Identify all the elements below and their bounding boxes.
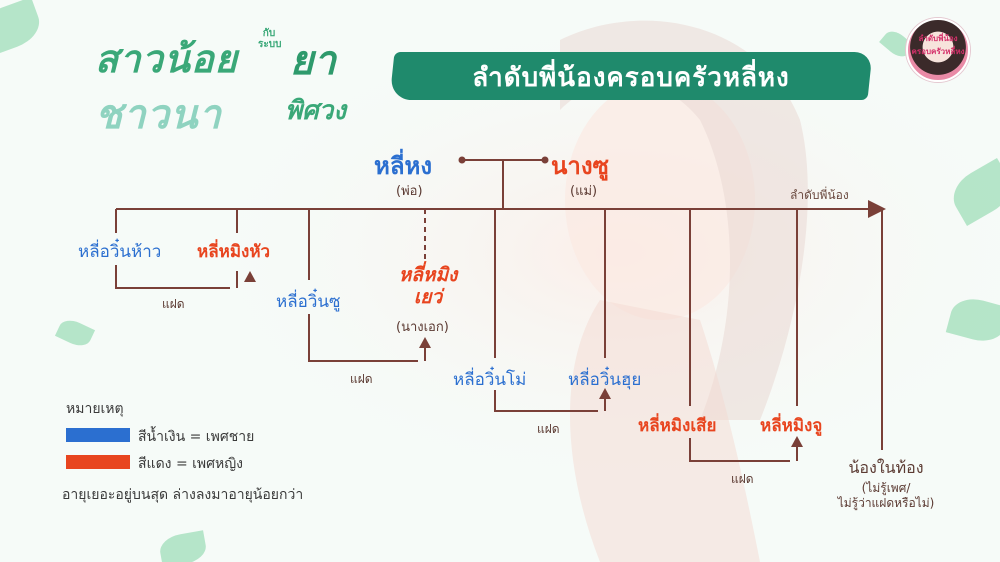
twin-arrow-4: [791, 436, 803, 447]
father-name: หลี่หง: [374, 152, 433, 180]
banner-title: ลำดับพี่น้องครอบครัวหลี่หง: [472, 63, 790, 93]
child-1-name: หลี่อวิ๋นห้าว: [78, 242, 162, 262]
legend-age-note: อายุเยอะอยู่บนสุด ล่างลงมาอายุน้อยกว่า: [62, 487, 304, 503]
father-dot: [458, 156, 466, 164]
twin-label-4: แฝด: [731, 472, 754, 486]
twin-label-1: แฝด: [162, 297, 185, 311]
character-hair-shape: [560, 20, 808, 421]
unborn-name: น้องในท้อง: [848, 458, 924, 477]
character-robe-shape: [570, 300, 760, 562]
child-8-name: หลี่หมิงจู: [760, 416, 823, 436]
character-face-shape: [565, 80, 755, 320]
axis-arrowhead: [868, 200, 886, 218]
twin-label-3: แฝด: [537, 422, 560, 436]
child-2-name: หลี่หมิงหัว: [197, 242, 271, 262]
twin-bracket-4: [689, 438, 790, 462]
legend-male-text: สีน้ำเงิน = เพศชาย: [138, 429, 255, 445]
sibling-order-label: ลำดับพี่น้อง: [790, 188, 849, 202]
heroine-name-line1: หลี่หมิง: [398, 264, 458, 286]
logo-title-line2: ชาวนา: [95, 92, 222, 138]
twin-label-2: แฝด: [350, 372, 373, 386]
avatar: [906, 18, 970, 82]
logo-title-pisadarn: พิศวง: [285, 96, 346, 126]
legend-female-swatch: [66, 455, 130, 469]
avatar-caption: ลำดับพี่น้องครอบครัวหลี่หง: [911, 34, 965, 56]
heroine-role: (นางเอก): [396, 320, 449, 335]
unborn-note-line1: (ไม่รู้เพศ/: [861, 481, 911, 495]
child-5-name: หลี่อวิ๋นโม่: [453, 370, 527, 390]
twin-bracket-1: [115, 265, 230, 289]
legend-male-swatch: [66, 428, 130, 442]
father-role: (พ่อ): [396, 184, 423, 199]
twin-arrow-3: [599, 388, 611, 399]
twin-arrow-1: [244, 271, 256, 282]
logo-title-ya: ยา: [290, 38, 336, 84]
child-7-name: หลี่หมิงเสีย: [638, 416, 717, 436]
heroine-name-line2: เยว่: [413, 286, 443, 308]
mother-dot: [541, 156, 549, 164]
unborn-note-line2: ไม่รู้ว่าแฝดหรือไม่): [837, 496, 935, 510]
twin-arrow-2: [419, 337, 431, 348]
twin-bracket-3: [494, 390, 598, 412]
child-3-name: หลี่อวิ๋นซู: [276, 292, 341, 312]
legend-female-text: สีแดง = เพศหญิง: [138, 456, 244, 472]
heroine-name: หลี่หมิง เยว่: [378, 264, 478, 308]
logo-title-small: กับระบบ: [258, 28, 282, 50]
mother-name: นางซู: [551, 152, 609, 180]
logo-title-line1: สาวน้อย: [95, 37, 238, 81]
twin-bracket-2: [308, 314, 418, 362]
mother-role: (แม่): [570, 184, 598, 199]
child-6-name: หลี่อวิ๋นฮุย: [568, 370, 642, 390]
legend-title: หมายเหตุ: [66, 401, 124, 417]
unborn-sibling: น้องในท้อง (ไม่รู้เพศ/ ไม่รู้ว่าแฝดหรือไ…: [820, 456, 952, 511]
